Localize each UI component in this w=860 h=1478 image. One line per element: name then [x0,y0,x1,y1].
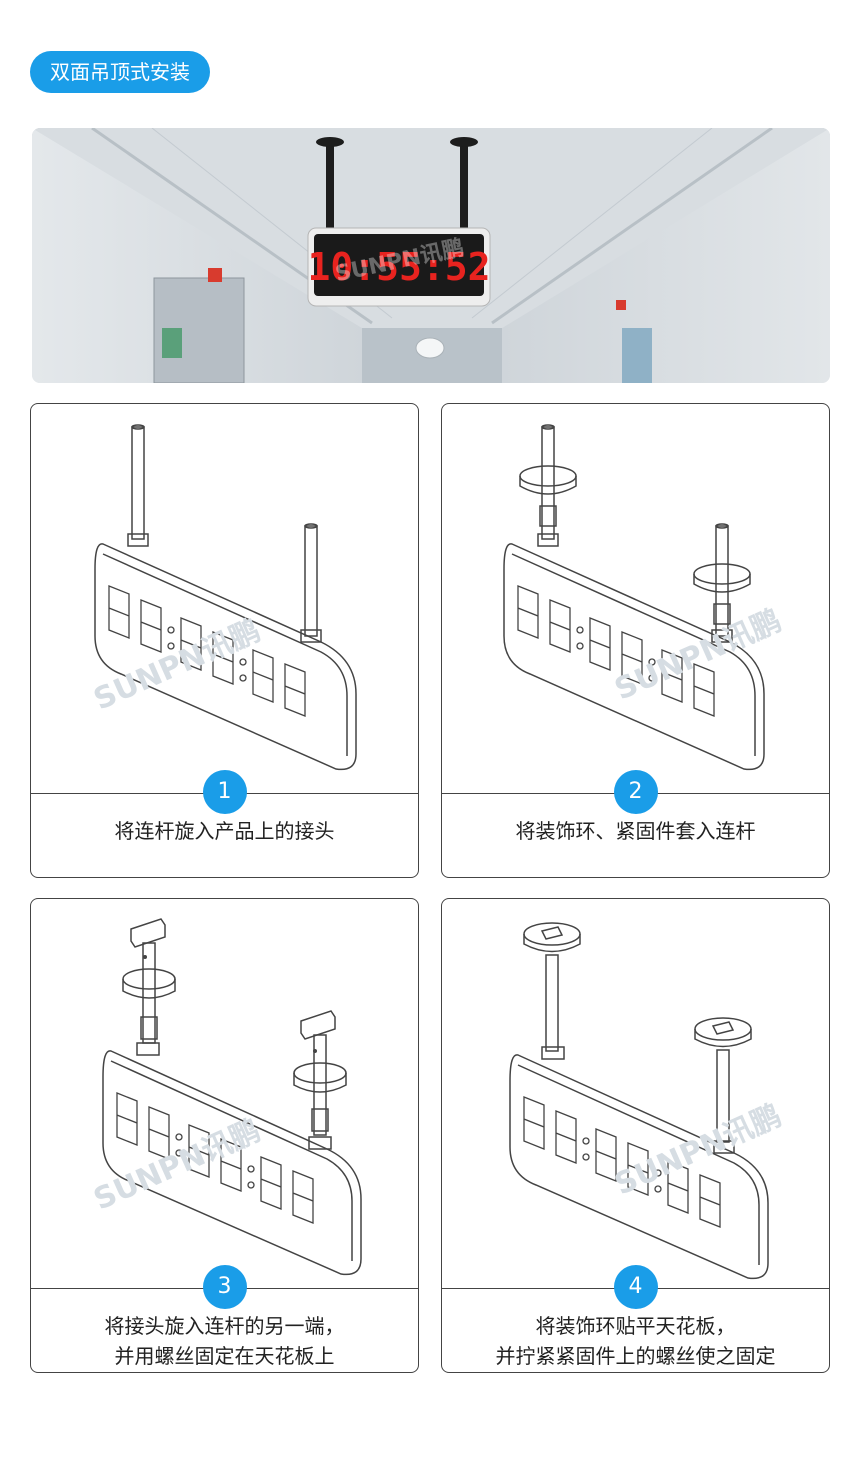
digit-segments [108,585,306,717]
illustration-watermark: SUNPN讯鹏 [610,603,787,707]
illustration-watermark: SUNPN讯鹏 [89,613,266,717]
step-2-illustration: SUNPN讯鹏 [442,404,829,789]
caption-line: 将连杆旋入产品上的接头 [114,819,335,843]
step-number-badge: 1 [202,770,247,814]
step-caption: 将接头旋入连杆的另一端， 并用螺丝固定在天花板上 [31,1311,418,1371]
caption-line: 将装饰环、紧固件套入连杆 [515,819,756,843]
step-number-badge: 2 [613,770,658,814]
caption-line: 将装饰环贴平天花板， [535,1314,736,1338]
installation-photo: 10:55:52 SUNPN讯鹏 [32,128,830,383]
step-card-2: SUNPN讯鹏 2 将装饰环、紧固件套入连杆 [441,403,830,878]
step-card-4: SUNPN讯鹏 4 将装饰环贴平天花板， 并拧紧紧固件上的螺丝使之固定 [441,898,830,1373]
step-card-3: SUNPN讯鹏 3 将接头旋入连杆的另一端， 并用螺丝固定在天花板上 [30,898,419,1373]
step-caption: 将装饰环贴平天花板， 并拧紧紧固件上的螺丝使之固定 [442,1311,829,1371]
step-number-badge: 3 [202,1265,247,1309]
step-number-badge: 4 [613,1265,658,1309]
caption-line: 并用螺丝固定在天花板上 [114,1344,335,1368]
step-card-1: SUNPN讯鹏 1 将连杆旋入产品上的接头 [30,403,419,878]
section-title-pill: 双面吊顶式安装 [30,51,210,93]
step-caption: 将连杆旋入产品上的接头 [31,816,418,846]
step-4-illustration: SUNPN讯鹏 [442,899,829,1284]
illustration-watermark: SUNPN讯鹏 [610,1098,787,1202]
step-1-illustration: SUNPN讯鹏 [31,404,418,789]
caption-line: 并拧紧紧固件上的螺丝使之固定 [495,1344,776,1368]
clock-time: 10:55:52 [307,245,490,289]
caption-line: 将接头旋入连杆的另一端， [104,1314,345,1338]
step-3-illustration: SUNPN讯鹏 [31,899,418,1284]
step-caption: 将装饰环、紧固件套入连杆 [442,816,829,846]
